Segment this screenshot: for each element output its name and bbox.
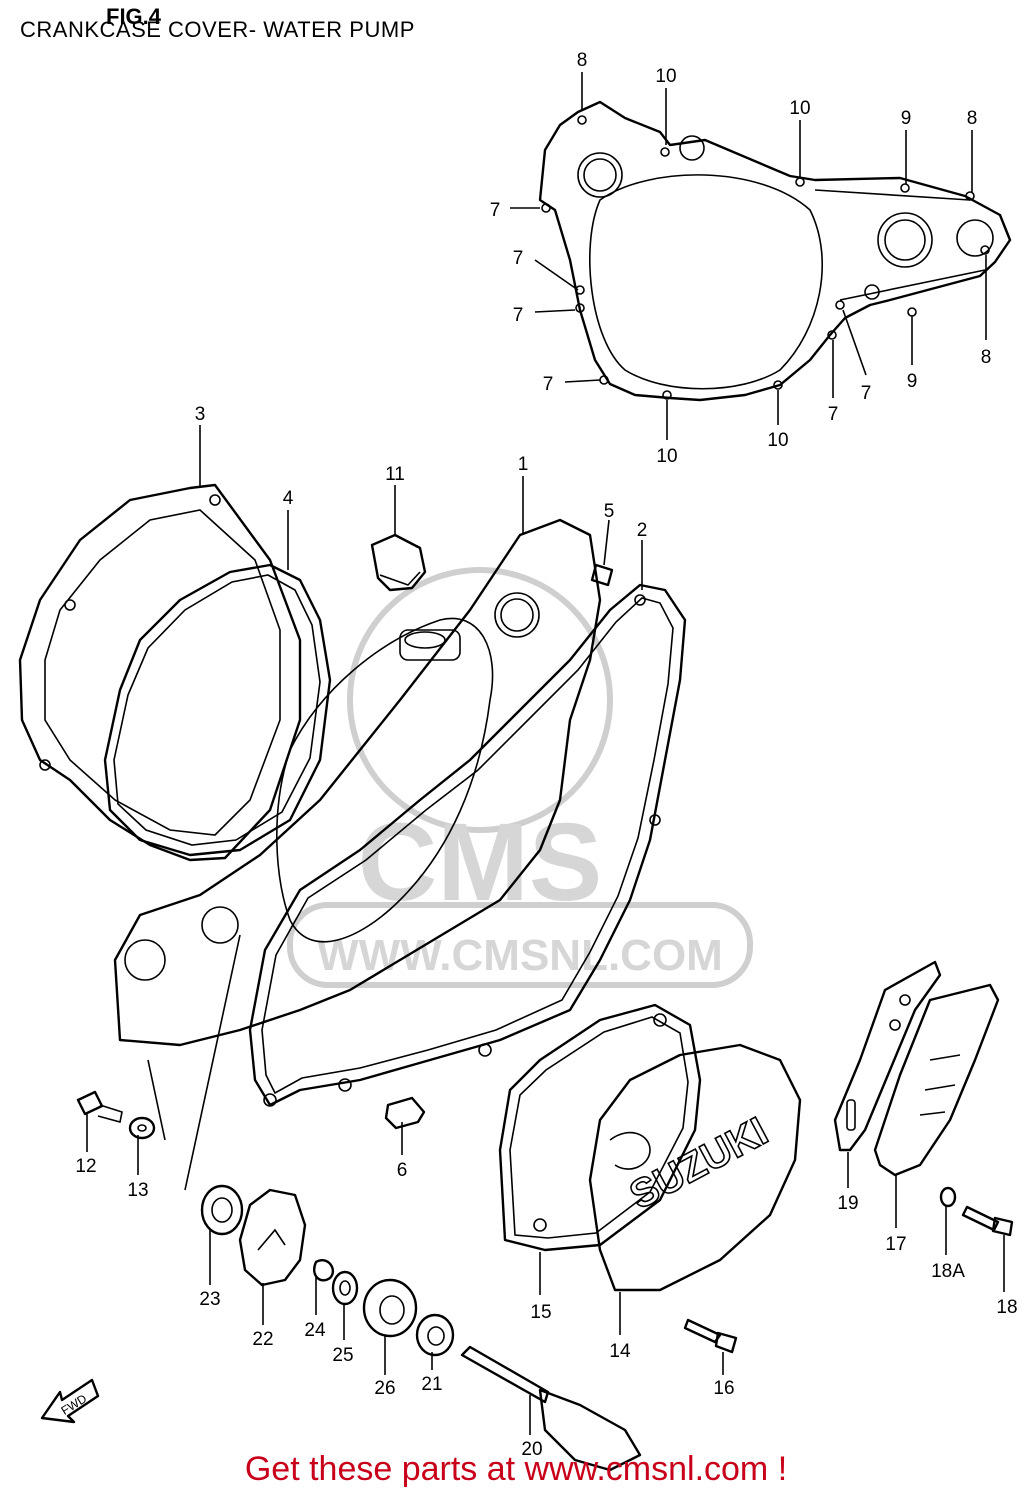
footer-promo-link[interactable]: Get these parts at www.cmsnl.com ! [244,1450,788,1488]
callout-labels: 8 10 10 9 8 7 7 7 7 10 10 7 7 9 8 3 4 11… [75,50,1017,1460]
alignment-lines [147,934,241,1191]
callout-2: 2 [637,520,648,541]
callout-8: 8 [577,50,588,71]
part-crankcase-gasket [201,583,687,1107]
callout-20: 20 [521,1439,542,1460]
callout-23: 23 [199,1289,220,1310]
callout-7: 7 [543,374,554,395]
part-gasket-top [538,100,1012,402]
part-washer-18a [939,1186,957,1208]
part-shaft-20 [460,1345,642,1472]
watermark: CMS WWW.CMSNL.COM [287,567,753,988]
callout-7: 7 [513,305,524,326]
watermark-url: WWW.CMSNL.COM [317,931,723,980]
callout-21: 21 [421,1374,442,1395]
callout-10: 10 [767,430,788,451]
callout-3: 3 [195,404,206,425]
part-gear-22 [238,1188,307,1287]
callout-25: 25 [332,1345,353,1366]
callout-5: 5 [604,501,615,522]
callout-7: 7 [490,200,501,221]
callout-8: 8 [967,108,978,129]
callout-9: 9 [907,371,918,392]
callout-10: 10 [789,98,810,119]
callout-7: 7 [861,383,872,404]
callout-26: 26 [374,1378,395,1399]
callout-18a: 18A [931,1261,965,1282]
part-clutch-cover [18,483,302,862]
callout-13: 13 [127,1180,148,1201]
callout-19: 19 [837,1193,858,1214]
callout-14: 14 [609,1341,631,1362]
part-bolt-12 [76,1090,123,1123]
callout-7: 7 [513,248,524,269]
part-guard-17 [873,983,1000,1177]
callout-15: 15 [530,1302,551,1323]
part-dowel-6 [384,1096,426,1130]
part-pump-cover: SUZUKI [588,1043,802,1292]
diagram-title: CRANKCASE COVER- WATER PUMP [20,17,415,42]
part-washer-25 [331,1270,359,1306]
part-clutch-gasket [103,563,332,857]
callout-11: 11 [385,464,405,485]
part-bearing-23 [200,1184,244,1236]
callout-8: 8 [981,347,992,368]
figure-label: FIG.4 [106,4,162,29]
callout-9: 9 [901,108,912,129]
fwd-arrow-icon: FWD [40,1378,100,1424]
watermark-logo: CMS [358,801,602,924]
part-bearing-26 [362,1278,418,1338]
callout-17: 17 [885,1234,906,1255]
part-washer-13 [128,1116,156,1140]
part-dowel-pin [590,563,614,587]
callout-4: 4 [283,488,294,509]
pump-cover-logo-text: SUZUKI [623,1109,775,1218]
part-seal-21 [415,1313,455,1357]
part-oil-filler-plug [370,533,427,592]
part-pump-gasket [498,1003,702,1252]
callout-1: 1 [518,454,529,475]
callout-22: 22 [252,1329,273,1350]
part-bolt-16 [683,1318,738,1354]
callout-10: 10 [656,446,677,467]
part-bolt-18 [961,1205,1014,1237]
callout-18: 18 [996,1297,1017,1318]
callout-16: 16 [713,1378,734,1399]
part-guard-19 [833,960,942,1152]
callout-6: 6 [397,1160,408,1181]
callout-24: 24 [304,1320,326,1341]
callout-10: 10 [655,66,676,87]
callout-12: 12 [75,1156,96,1177]
part-circlip-24 [313,1259,335,1282]
callout-leaders [86,72,1005,1435]
fwd-label: FWD [59,1391,90,1418]
callout-7: 7 [828,404,839,425]
